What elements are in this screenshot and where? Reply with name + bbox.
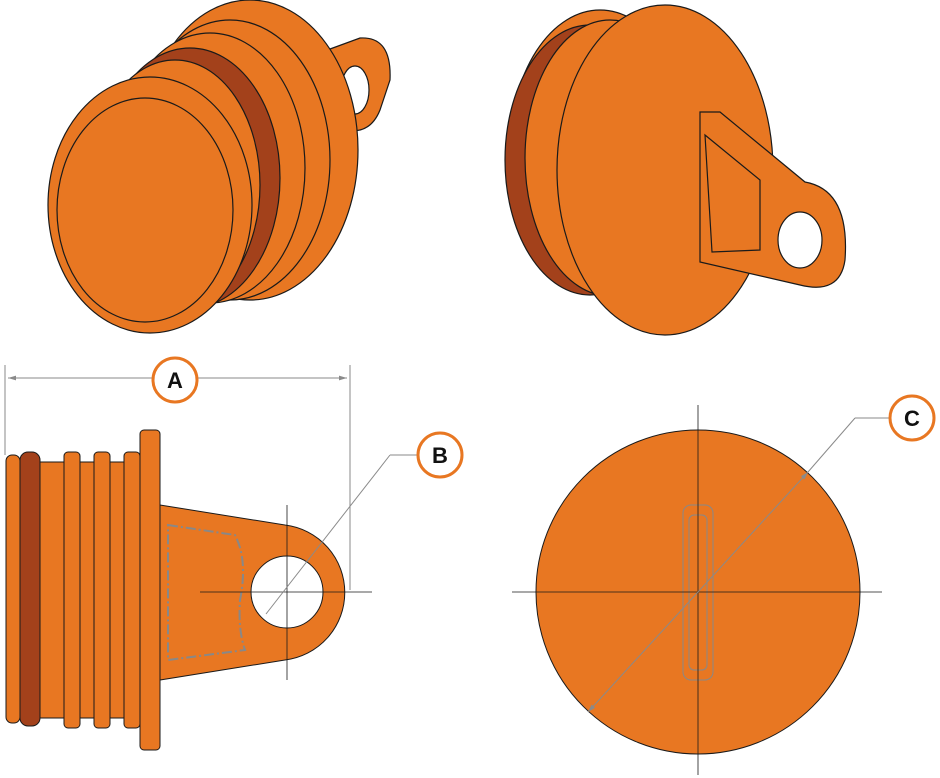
side-view xyxy=(5,429,372,751)
callout-c-label: C xyxy=(904,406,920,431)
callout-a-label: A xyxy=(167,368,183,393)
callout-a: A xyxy=(151,356,199,404)
iso-view-back xyxy=(504,4,847,336)
dimension-c xyxy=(587,417,890,713)
front-view xyxy=(512,405,882,775)
iso-view-front xyxy=(47,0,391,334)
callout-b: B xyxy=(416,431,464,479)
callout-b-label: B xyxy=(432,443,448,468)
dimension-b xyxy=(265,454,418,615)
callout-c: C xyxy=(888,394,936,442)
